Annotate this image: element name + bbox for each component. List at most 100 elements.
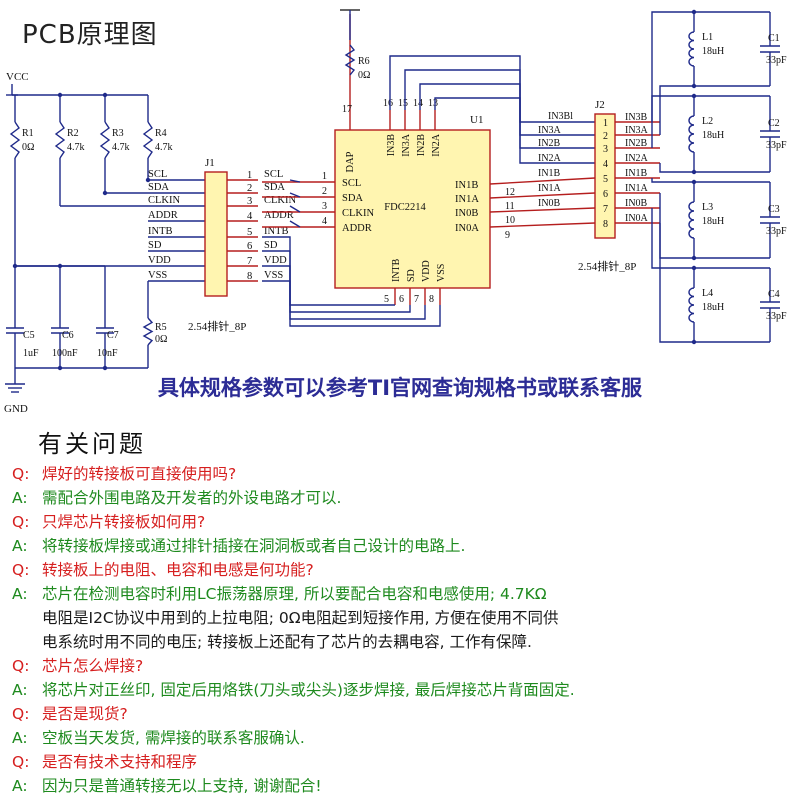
faq-answer: A:将转接板焊接或通过排针插接在洞洞板或者自己设计的电路上. bbox=[12, 534, 792, 558]
u1-pin-number: 8 bbox=[429, 294, 434, 305]
junction-dot bbox=[691, 265, 697, 271]
faq-question: Q:芯片怎么焊接? bbox=[12, 654, 792, 678]
j2-left-net: IN1B bbox=[538, 168, 561, 179]
u1-pin-name: IN3A bbox=[401, 133, 412, 157]
j1-pin-number: 5 bbox=[247, 227, 252, 238]
u1-pin-name: SCL bbox=[342, 178, 361, 189]
j1-body bbox=[204, 171, 228, 297]
j1-pin-number: 8 bbox=[247, 271, 252, 282]
lc-bottom-wire bbox=[659, 163, 770, 173]
j2-right-net: IN3B bbox=[625, 112, 648, 123]
u1-pin-name: IN2B bbox=[416, 134, 427, 157]
spec-note: 具体规格参数可以参考TI官网查询规格书或联系客服 bbox=[157, 376, 643, 400]
j2-right-net: IN3A bbox=[625, 125, 649, 136]
j1-u1-link bbox=[289, 220, 301, 228]
resistor-value: 4.7k bbox=[67, 142, 85, 153]
page-title: PCB原理图 bbox=[22, 20, 158, 50]
u1-pin-name: SDA bbox=[342, 193, 363, 204]
cap-value: 33pF bbox=[766, 226, 787, 237]
gnd-label: GND bbox=[4, 403, 28, 415]
inductor-ref: L1 bbox=[702, 32, 713, 43]
j2-left-net: IN2B bbox=[538, 138, 561, 149]
resistor-ref: R4 bbox=[155, 128, 167, 139]
j2-left-net: IN2A bbox=[538, 153, 562, 164]
junction-dot bbox=[691, 169, 697, 175]
inductor-ref: L2 bbox=[702, 116, 713, 127]
j2-pin-number: 3 bbox=[603, 144, 608, 155]
j2-right-net: IN1A bbox=[625, 183, 649, 194]
j1-right-net: ADDR bbox=[264, 210, 294, 221]
u1-top-route bbox=[404, 69, 595, 136]
inductor-symbol bbox=[688, 31, 695, 67]
resistor-symbol bbox=[99, 121, 111, 159]
resistor-ref: R2 bbox=[67, 128, 79, 139]
junction-dot bbox=[691, 9, 697, 15]
j1-u1-link bbox=[289, 179, 301, 183]
inductor-value: 18uH bbox=[702, 216, 724, 227]
faq-answer: A:空板当天发货, 需焊接的联系客服确认. bbox=[12, 726, 792, 750]
faq-tag: Q: bbox=[12, 657, 30, 675]
u1-pin-number: 7 bbox=[414, 294, 419, 305]
cap-value: 33pF bbox=[766, 311, 787, 322]
u1-bottom-route bbox=[262, 280, 441, 327]
u1-pin-number: 1 bbox=[322, 171, 327, 182]
j2-left-net: IN0B bbox=[538, 198, 561, 209]
u1-pin-name: IN1B bbox=[455, 180, 478, 191]
cap-value: 33pF bbox=[766, 55, 787, 66]
j2-pin-number: 4 bbox=[603, 159, 608, 170]
lc-bottom-wire bbox=[659, 223, 770, 343]
cap-ref: C6 bbox=[62, 330, 74, 341]
u1-pin-name: VDD bbox=[421, 260, 432, 282]
u1-pin-number: 6 bbox=[399, 294, 404, 305]
u1-pin-name: CLKIN bbox=[342, 208, 374, 219]
u1-pin-number: 9 bbox=[505, 230, 510, 241]
u1-pin-number: 13 bbox=[428, 98, 438, 109]
lc-top-wire bbox=[651, 95, 770, 148]
j2-top-left-label: IN3Bl bbox=[548, 111, 573, 122]
j1-pin-number: 3 bbox=[247, 196, 252, 207]
j1-right-net: SCL bbox=[264, 169, 283, 180]
junction-dot bbox=[691, 255, 697, 261]
u1-pin-name: IN0A bbox=[455, 223, 479, 234]
inductor-ref: L4 bbox=[702, 288, 713, 299]
r5-symbol bbox=[142, 317, 154, 346]
j1-ref: J1 bbox=[205, 157, 215, 169]
faq-text: 是否是现货? bbox=[42, 705, 128, 723]
faq-question: Q:转接板上的电阻、电容和电感是何功能? bbox=[12, 558, 792, 582]
faq-tag: A: bbox=[12, 777, 28, 795]
resistor-value: 0Ω bbox=[22, 142, 34, 153]
j2-pin-number: 2 bbox=[603, 131, 608, 142]
j2-pin-number: 1 bbox=[603, 118, 608, 129]
faq-answer-continued: 电阻是I2C协议中用到的上拉电阻; 0Ω电阻起到短接作用, 方便在使用不同供 bbox=[12, 606, 792, 630]
inductor-value: 18uH bbox=[702, 130, 724, 141]
u1-pin-number: 14 bbox=[413, 98, 423, 109]
u1-pin-number: 2 bbox=[322, 186, 327, 197]
lc-top-wire bbox=[651, 11, 770, 122]
u1-right-pin bbox=[489, 192, 596, 199]
faq-text: 只焊芯片转接板如何用? bbox=[42, 513, 206, 531]
j1-right-net: SDA bbox=[264, 182, 285, 193]
r6-value: 0Ω bbox=[358, 70, 370, 81]
j1-right-net: INTB bbox=[264, 226, 289, 237]
j1-net-label: ADDR bbox=[148, 210, 178, 221]
cap-ref: C1 bbox=[768, 33, 780, 44]
j2-body bbox=[594, 113, 616, 239]
u1-pin-name: SD bbox=[406, 269, 417, 282]
faq-text: 因为只是普通转接无以上支持, 谢谢配合! bbox=[42, 777, 322, 795]
faq-tag: Q: bbox=[12, 753, 30, 771]
cap-ref: C7 bbox=[107, 330, 119, 341]
j1-pin-number: 1 bbox=[247, 170, 252, 181]
faq-list: Q:焊好的转接板可直接使用吗?A:需配合外围电路及开发者的外设电路才可以.Q:只… bbox=[12, 462, 792, 798]
faq-tag: Q: bbox=[12, 561, 30, 579]
resistor-symbol bbox=[142, 121, 154, 159]
faq-tag: A: bbox=[12, 681, 28, 699]
schematic-diagram: VCCR10ΩR24.7kR34.7kR44.7kSCLSDACLKINADDR… bbox=[4, 9, 787, 415]
faq-text: 空板当天发货, 需焊接的联系客服确认. bbox=[42, 729, 305, 747]
cap-value: 100nF bbox=[52, 348, 78, 359]
faq-tag: A: bbox=[12, 585, 28, 603]
faq-text: 将转接板焊接或通过排针插接在洞洞板或者自己设计的电路上. bbox=[42, 537, 466, 555]
inductor-value: 18uH bbox=[702, 46, 724, 57]
j1-net-label: INTB bbox=[148, 226, 173, 237]
r6-symbol bbox=[344, 44, 356, 76]
u1-pin-number: 10 bbox=[505, 215, 515, 226]
